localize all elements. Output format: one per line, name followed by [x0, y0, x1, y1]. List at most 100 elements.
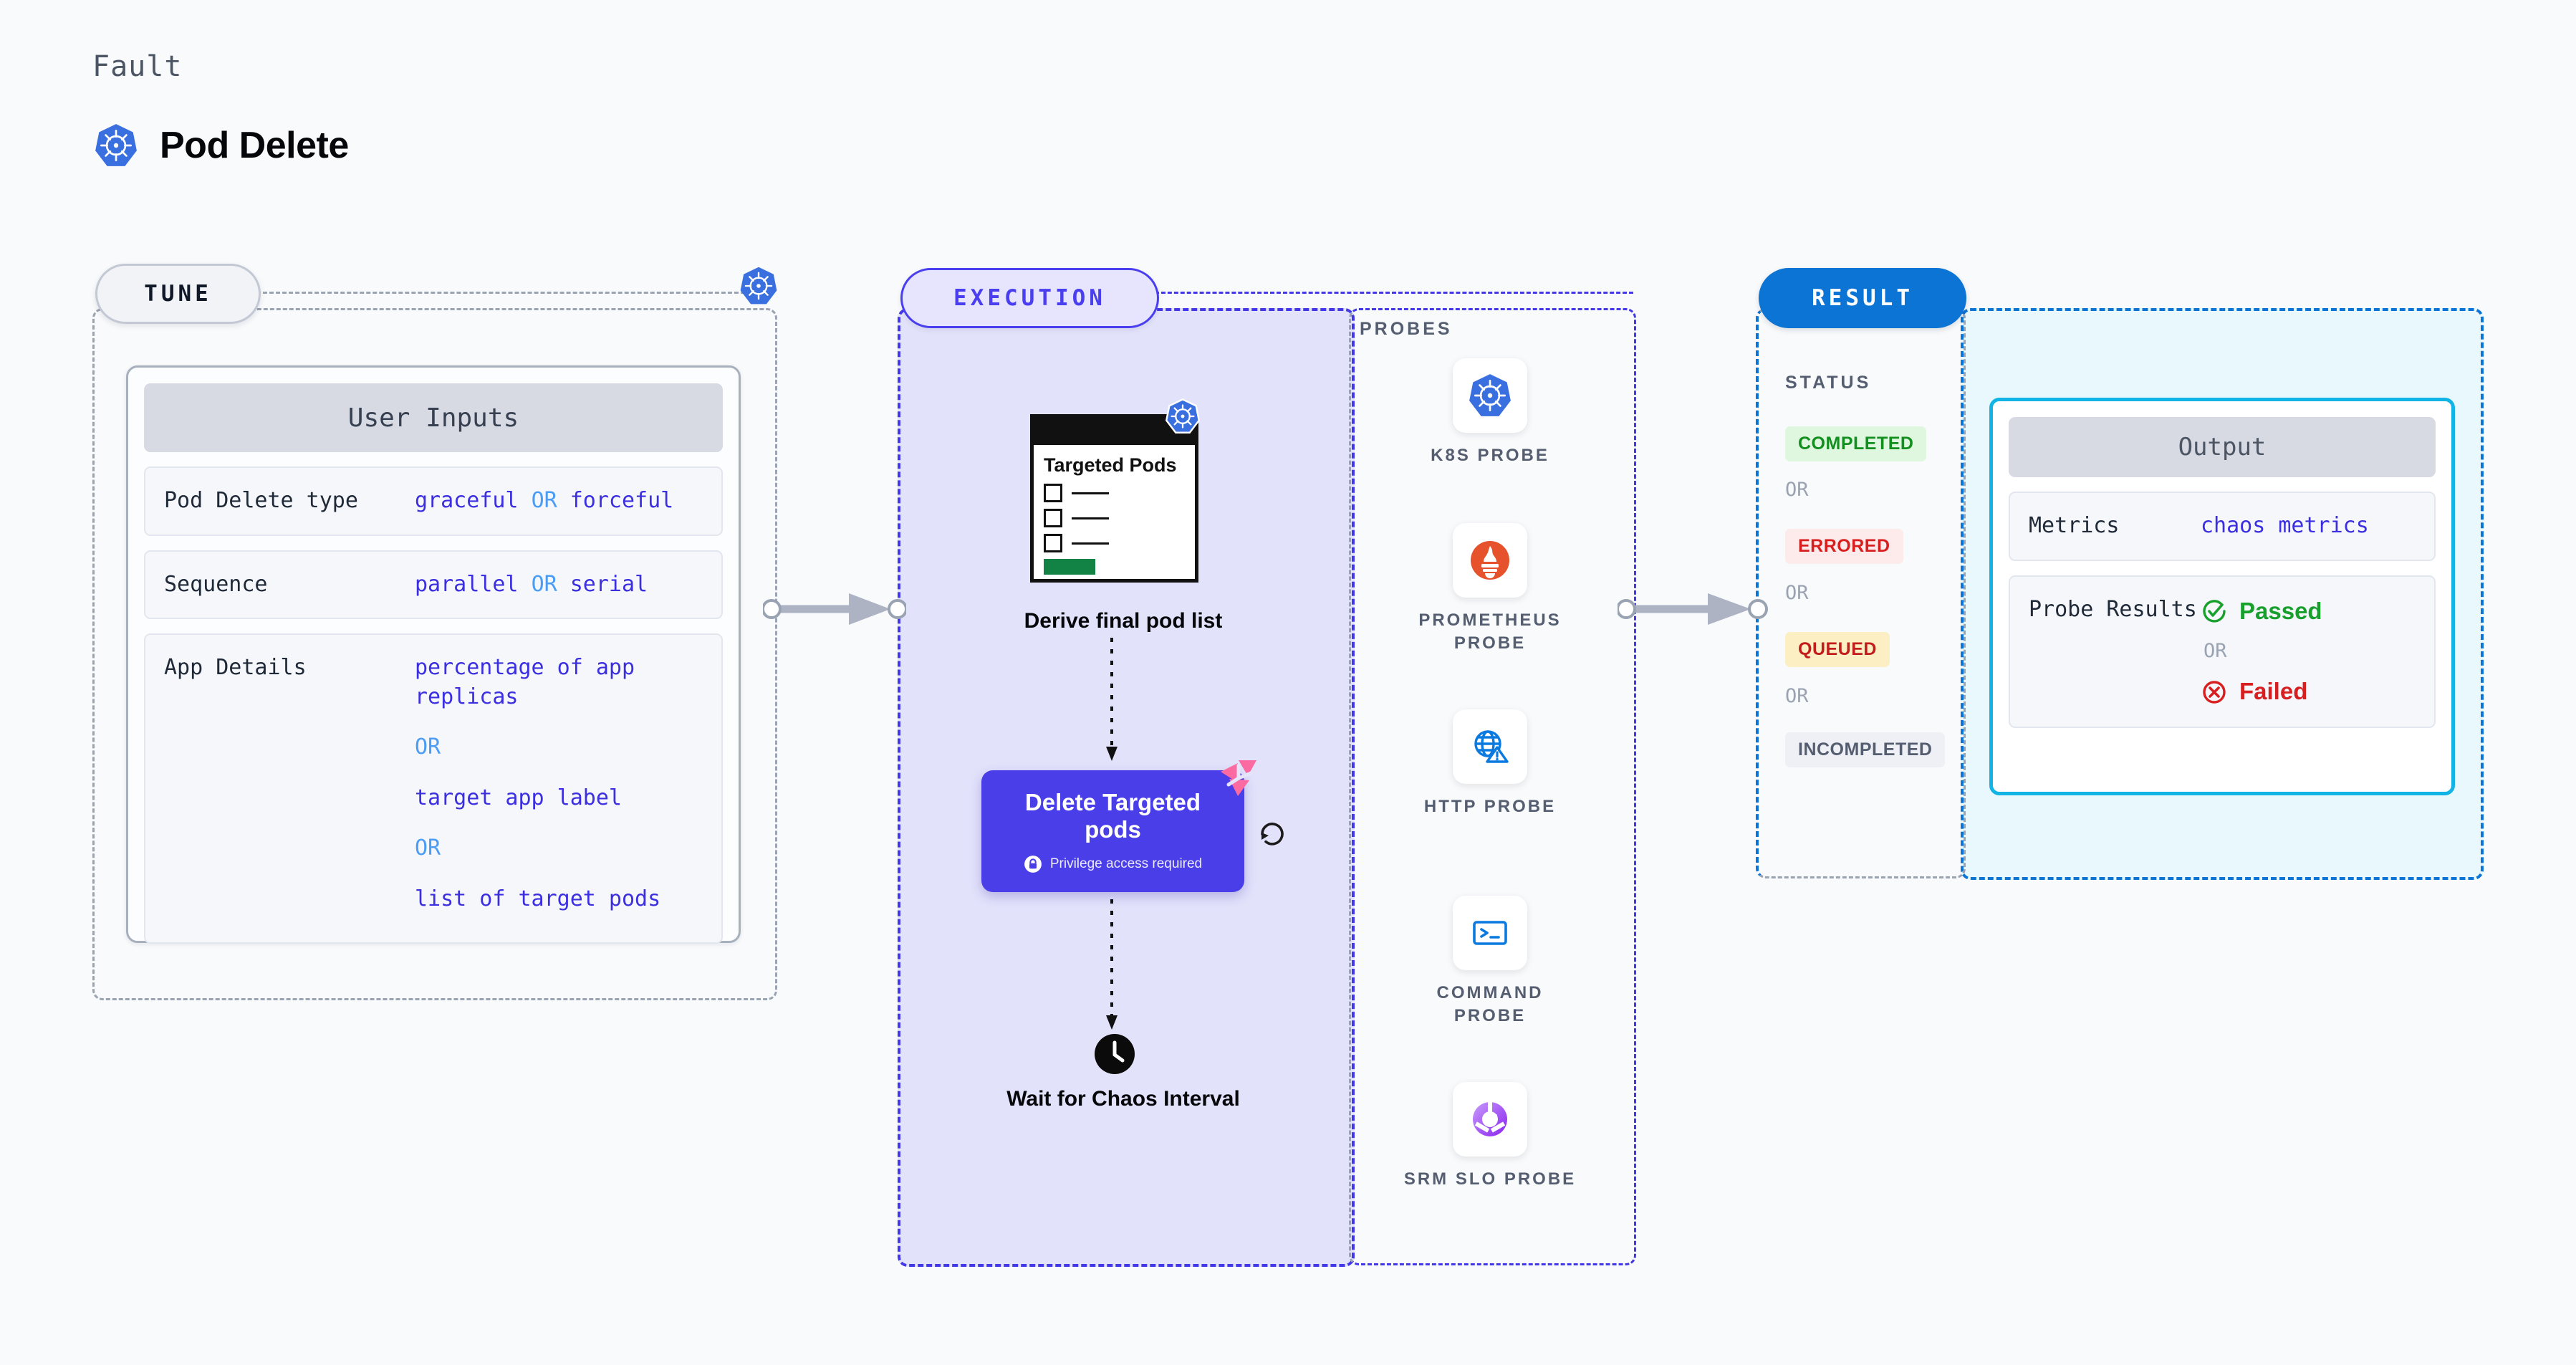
- srm-slo-icon: [1453, 1082, 1527, 1156]
- probe-result-separator: OR: [2203, 640, 2227, 663]
- targeted-pods-card: Targeted Pods: [1030, 414, 1198, 583]
- execution-header-connector-line: [1155, 292, 1633, 294]
- value-separator: OR: [531, 571, 557, 597]
- input-row-sequence: Sequence parallel OR serial: [144, 550, 723, 619]
- targeted-pods-heading: Targeted Pods: [1044, 454, 1177, 476]
- status-badge-incompleted: INCOMPLETED: [1785, 732, 1946, 767]
- delete-node-privilege-row: Privilege access required: [1024, 855, 1202, 873]
- probes-section-title: PROBES: [1360, 319, 1453, 339]
- execution-stage-pill[interactable]: EXECUTION: [900, 268, 1159, 328]
- fault-title-row: Pod Delete: [92, 122, 349, 169]
- delete-node-title: Delete Targeted pods: [1024, 789, 1201, 843]
- x-circle-icon: [2203, 681, 2226, 704]
- targeted-pods-confirm-button[interactable]: [1044, 559, 1095, 575]
- value-option: list of target pods: [415, 886, 661, 911]
- derive-final-pod-list-label: Derive final pod list: [1024, 609, 1223, 633]
- output-row-metrics: Metrics chaos metrics: [2009, 492, 2436, 561]
- checkbox-icon[interactable]: [1044, 534, 1062, 553]
- user-inputs-card: User Inputs Pod Delete type graceful OR …: [126, 365, 741, 944]
- status-separator: OR: [1785, 479, 1809, 501]
- probe-result-passed: Passed: [2201, 595, 2416, 628]
- value-option: parallel: [415, 571, 519, 597]
- probe-label: PROMETHEUS PROBE: [1418, 610, 1562, 653]
- row-value: Passed OR Failed: [2201, 595, 2416, 709]
- privilege-note-text: Privilege access required: [1049, 856, 1203, 871]
- row-key: Pod Delete type: [164, 488, 358, 513]
- kubernetes-icon: [1453, 358, 1527, 433]
- check-circle-icon: [2203, 600, 2226, 623]
- row-key: Sequence: [164, 571, 268, 597]
- value-option: percentage of app replicas: [415, 655, 635, 709]
- value-option: target app label: [415, 785, 622, 810]
- status-separator: OR: [1785, 582, 1809, 604]
- wait-for-chaos-interval-label: Wait for Chaos Interval: [1006, 1087, 1240, 1111]
- targeted-pods-list-item: [1044, 534, 1185, 553]
- status-badge-completed: COMPLETED: [1785, 426, 1927, 461]
- targeted-pods-body: Targeted Pods: [1034, 445, 1195, 575]
- connector-tune-to-execution: [763, 593, 906, 625]
- retry-icon[interactable]: [1255, 817, 1289, 855]
- row-value: chaos metrics: [2201, 512, 2416, 541]
- probe-result-failed: Failed: [2201, 676, 2416, 708]
- checkbox-icon[interactable]: [1044, 509, 1062, 528]
- failed-label: Failed: [2239, 678, 2308, 705]
- probe-label: K8S PROBE: [1431, 446, 1549, 465]
- probe-item-prometheus[interactable]: PROMETHEUS PROBE: [1400, 523, 1580, 656]
- user-inputs-card-title: User Inputs: [144, 383, 723, 452]
- tune-kubernetes-badge-icon: [738, 265, 779, 310]
- tune-stage-pill[interactable]: TUNE: [95, 264, 261, 324]
- probes-panel: [1349, 308, 1636, 1265]
- targeted-pods-list-item: [1044, 484, 1185, 503]
- probe-item-k8s[interactable]: K8S PROBE: [1400, 358, 1580, 467]
- list-item-line: [1072, 492, 1109, 494]
- metrics-value: chaos metrics: [2201, 513, 2369, 538]
- value-option: serial: [569, 571, 648, 597]
- targeted-pods-kubernetes-badge-icon: [1164, 398, 1201, 439]
- probe-label: HTTP PROBE: [1423, 797, 1557, 816]
- row-key: Probe Results: [2029, 596, 2197, 622]
- value-option: graceful: [415, 488, 519, 513]
- flow-arrow-derive-to-delete: [1106, 638, 1118, 761]
- chaos-pinwheel-icon: [1216, 756, 1261, 804]
- probe-item-srm-slo[interactable]: SRM SLO PROBE: [1400, 1082, 1580, 1191]
- probe-item-command[interactable]: COMMAND PROBE: [1400, 896, 1580, 1028]
- row-key: App Details: [164, 655, 307, 680]
- row-key: Metrics: [2029, 513, 2120, 538]
- tune-panel: [92, 308, 777, 1000]
- status-badge-queued: QUEUED: [1785, 632, 1890, 667]
- row-value: graceful OR forceful: [415, 487, 703, 516]
- list-item-line: [1072, 517, 1109, 519]
- output-card-title: Output: [2009, 417, 2436, 477]
- status-badge-errored: ERRORED: [1785, 529, 1903, 564]
- kubernetes-icon: [95, 124, 137, 166]
- clock-icon: [1092, 1032, 1137, 1080]
- passed-label: Passed: [2239, 597, 2322, 624]
- tune-header-connector-line: [256, 292, 758, 294]
- targeted-pods-list-item: [1044, 509, 1185, 528]
- delete-targeted-pods-node[interactable]: Delete Targeted pods Privilege access re…: [981, 770, 1244, 892]
- prometheus-icon: [1453, 523, 1527, 598]
- value-separator: OR: [415, 734, 441, 760]
- value-separator: OR: [531, 488, 557, 513]
- checkbox-icon[interactable]: [1044, 484, 1062, 503]
- list-item-line: [1072, 542, 1109, 545]
- output-row-probe-results: Probe Results Passed OR Faile: [2009, 575, 2436, 729]
- connector-execution-to-result: [1618, 593, 1768, 625]
- terminal-icon: [1453, 896, 1527, 970]
- row-value: parallel OR serial: [415, 570, 703, 600]
- flow-arrow-delete-to-wait: [1106, 899, 1118, 1030]
- status-section-title: STATUS: [1785, 373, 1872, 393]
- status-separator: OR: [1785, 685, 1809, 707]
- page-title: Pod Delete: [160, 125, 349, 166]
- output-card: Output Metrics chaos metrics Probe Resul…: [1989, 398, 2455, 795]
- fault-eyebrow-label: Fault: [92, 50, 183, 83]
- probe-item-http[interactable]: HTTP PROBE: [1400, 709, 1580, 818]
- lock-icon: [1024, 856, 1042, 873]
- value-option: forceful: [569, 488, 674, 513]
- result-stage-pill[interactable]: RESULT: [1759, 268, 1966, 328]
- globe-warning-icon: [1453, 709, 1527, 784]
- input-row-app-details: App Details percentage of app replicas O…: [144, 633, 723, 944]
- probe-label: SRM SLO PROBE: [1403, 1169, 1577, 1189]
- row-value: percentage of app replicas OR target app…: [415, 653, 703, 914]
